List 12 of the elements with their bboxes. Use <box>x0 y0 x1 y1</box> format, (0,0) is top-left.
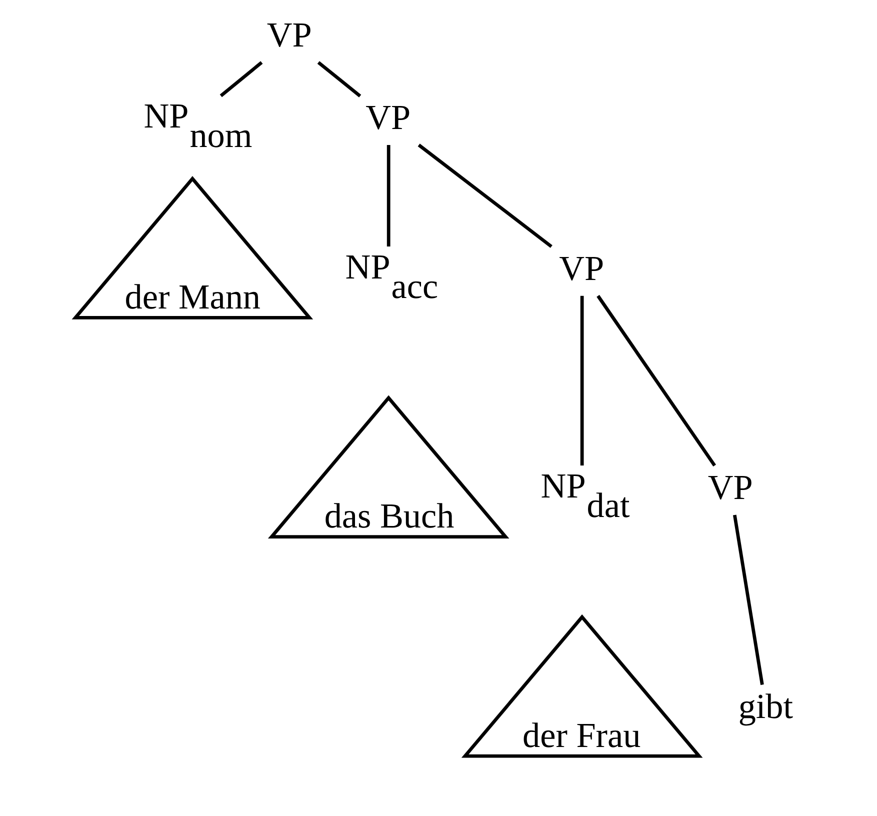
connector <box>417 144 552 248</box>
node-text: VP <box>365 98 410 138</box>
connector <box>732 514 764 685</box>
node-text: VP <box>266 16 312 55</box>
connector <box>316 61 361 98</box>
node-text: VP <box>707 468 752 508</box>
node-text: gibt <box>738 687 793 726</box>
connector <box>580 296 584 466</box>
connector <box>386 145 390 247</box>
connector <box>596 294 716 466</box>
connector <box>219 61 262 98</box>
node-text: VP <box>558 248 604 288</box>
